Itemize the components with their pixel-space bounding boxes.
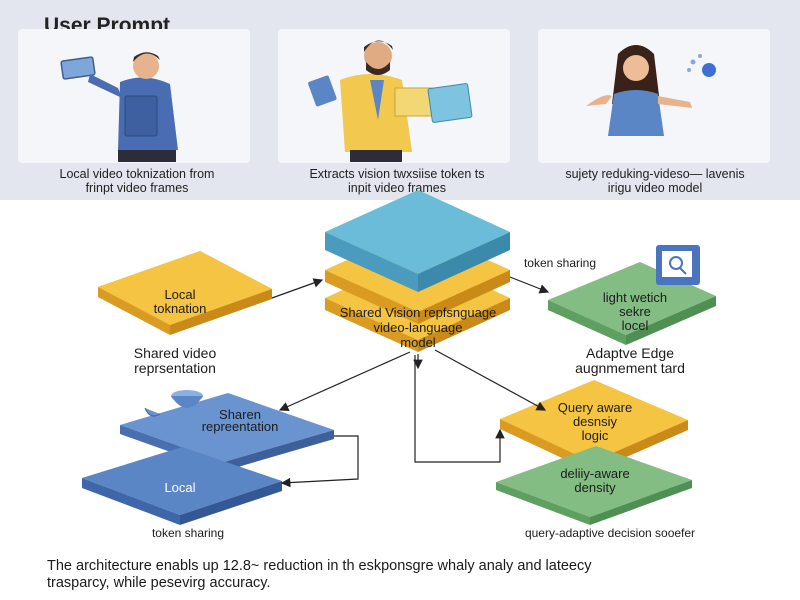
arrow-local-to-model bbox=[271, 278, 324, 299]
query-aware-label-3: logic bbox=[581, 428, 609, 443]
person-1-illustration bbox=[60, 52, 178, 162]
lightweight-model-block bbox=[548, 245, 716, 345]
footer-text: The architecture enabls up 12.8~ reducti… bbox=[47, 558, 767, 592]
shared-model-label-3: model bbox=[400, 335, 436, 350]
adaptive-edge-label-1: Adaptve Edge bbox=[586, 345, 674, 361]
density-aware-label-1: deliiy-aware bbox=[560, 466, 630, 481]
arrow-model-to-query bbox=[434, 349, 547, 411]
density-aware-block bbox=[496, 446, 692, 525]
panel-2-caption-line-2: inpit video frames bbox=[348, 181, 446, 195]
shared-model-stack bbox=[325, 190, 510, 352]
local-block bbox=[82, 447, 282, 525]
local-tokenization-block bbox=[98, 251, 272, 335]
query-aware-label-1: Query aware bbox=[557, 400, 633, 415]
token-sharing-top-label: token sharing bbox=[523, 256, 597, 270]
local-tokenization-label-2: toknation bbox=[153, 301, 207, 316]
shared-rep-block-label-2: repreentation bbox=[201, 419, 279, 434]
shared-rep-block-label-1: Sharen bbox=[219, 407, 261, 422]
lightweight-model-label-3: locel bbox=[621, 318, 649, 333]
panel-1-caption-line-2: frinpt video frames bbox=[85, 181, 189, 195]
shared-model-label-2: video-language bbox=[373, 320, 463, 335]
token-sharing-bottom-label: token sharing bbox=[151, 526, 225, 540]
arrow-model-to-shared-rep bbox=[278, 351, 411, 411]
panel-3-caption-line-1: sujety reduking-videso— lavenis bbox=[565, 167, 745, 181]
query-aware-label-2: desnsiy bbox=[572, 414, 618, 429]
arrow-query-loop bbox=[414, 355, 505, 463]
shared-model-label-1: Shared Vision repfsnguage bbox=[339, 305, 497, 320]
arrow-shared-rep-to-local bbox=[280, 435, 359, 488]
density-aware-label-2: density bbox=[574, 480, 616, 495]
person-2-illustration bbox=[308, 40, 473, 162]
lightweight-model-label-2: sekre bbox=[619, 304, 651, 319]
footer-line-2: trasparcy, while pesevirg accuracy. bbox=[47, 575, 271, 591]
panel-2-caption-line-1: Extracts vision twxsiise token ts bbox=[309, 167, 485, 181]
panel-illustrations bbox=[60, 40, 716, 162]
lightweight-model-label-1: light wetich bbox=[602, 290, 668, 305]
query-adaptive-label: query-adaptive decision sooefer bbox=[524, 526, 696, 540]
shared-video-rep-label-1: Shared video bbox=[133, 345, 217, 361]
arrow-model-to-lightweight bbox=[509, 276, 550, 294]
footer-line-1: The architecture enabls up 12.8~ reducti… bbox=[47, 558, 592, 574]
panel-1-caption-line-1: Local video toknization from bbox=[59, 167, 215, 181]
panel-3-caption-line-2: irigu video model bbox=[607, 181, 703, 195]
local-block-label: Local bbox=[164, 480, 196, 495]
adaptive-edge-label-2: augnmement tard bbox=[575, 360, 685, 376]
local-tokenization-label-1: Local bbox=[164, 287, 196, 302]
person-3-illustration bbox=[586, 45, 716, 136]
shared-video-rep-label-2: reprsentation bbox=[134, 360, 216, 376]
